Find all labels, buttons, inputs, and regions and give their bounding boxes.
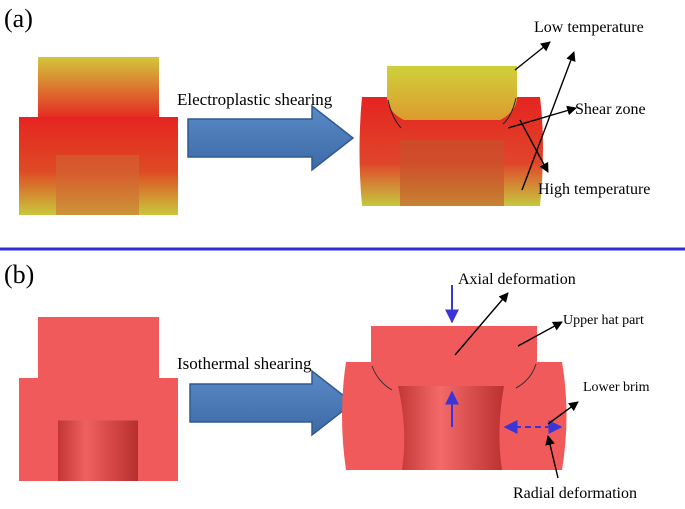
deformed-cup [398, 386, 504, 470]
panel-a-label: (a) [4, 4, 33, 33]
shear-crack-left [387, 99, 402, 129]
isothermal-shearing-label: Isothermal shearing [177, 354, 312, 373]
inner-cavity [56, 155, 139, 215]
low-temperature-label: Low temperature [534, 19, 644, 36]
radial-deformation-label: Radial deformation [513, 485, 637, 502]
shear-crack-right [515, 363, 537, 389]
panel-a-process-arrow [187, 104, 355, 172]
lower-brim-label: Lower brim [583, 380, 650, 395]
upper-hat-part-label: Upper hat part [563, 313, 644, 328]
sheared-top [387, 66, 517, 120]
panel-a-sheared-part [359, 66, 543, 206]
panel-b-label: (b) [4, 260, 35, 289]
axial-deformation-label: Axial deformation [458, 271, 576, 288]
panel-a-initial-part [19, 57, 178, 215]
shear-zone-label: Shear zone [575, 101, 646, 118]
shear-crack-right [502, 97, 517, 125]
hat-top [38, 57, 159, 118]
shear-crack-left [371, 365, 393, 391]
panel-a-leader-lines [507, 41, 577, 191]
panel-b-deformation-arrows [445, 285, 563, 434]
electroplastic-shearing-label: Electroplastic shearing [177, 90, 333, 109]
sheared-cavity [400, 140, 504, 206]
panel-b-initial-part [19, 317, 178, 481]
panel-b-leader-lines [454, 292, 579, 479]
high-temperature-label: High temperature [538, 181, 651, 198]
panel-b-process-arrow [189, 369, 355, 437]
hat-top [38, 317, 159, 379]
panel-b-sheared-part [342, 326, 567, 470]
inner-cup [58, 420, 138, 481]
sheared-top [371, 326, 537, 388]
